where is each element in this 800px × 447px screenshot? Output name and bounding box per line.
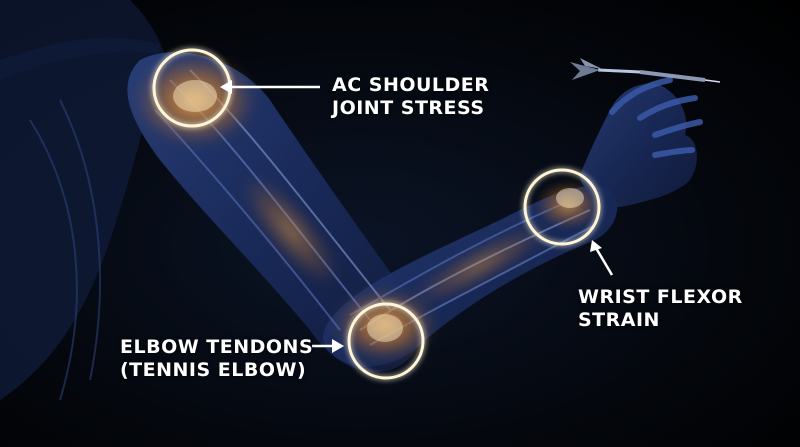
- forearm-glow: [408, 224, 552, 306]
- torso-silhouette: [0, 37, 160, 401]
- back-shadow: [0, 0, 165, 80]
- wrist-label-line2: STRAIN: [578, 309, 660, 331]
- shoulder-label-line1: AC SHOULDER: [332, 74, 490, 96]
- elbow-arrow: [312, 339, 344, 353]
- elbow-label-line1: ELBOW TENDONS: [120, 336, 314, 358]
- dart-icon: [570, 58, 721, 83]
- shoulder-label-line2: JOINT STRESS: [332, 97, 485, 119]
- bones: [173, 80, 584, 342]
- wrist-arrow: [590, 240, 614, 276]
- elbow-ring: [347, 302, 425, 380]
- hand: [580, 83, 697, 207]
- wrist-label-line1: WRIST FLEXOR: [578, 286, 743, 308]
- shoulder-arrow: [220, 80, 320, 94]
- elbow-label: ELBOW TENDONS (TENNIS ELBOW): [120, 336, 313, 382]
- elbow-label-line2: (TENNIS ELBOW): [120, 359, 307, 381]
- wrist-ring: [523, 168, 601, 246]
- shoulder-label: AC SHOULDER JOINT STRESS: [332, 74, 489, 120]
- wrist-label: WRIST FLEXOR STRAIN: [578, 286, 743, 332]
- upper-arm-glow: [241, 174, 339, 286]
- fingers: [609, 77, 703, 158]
